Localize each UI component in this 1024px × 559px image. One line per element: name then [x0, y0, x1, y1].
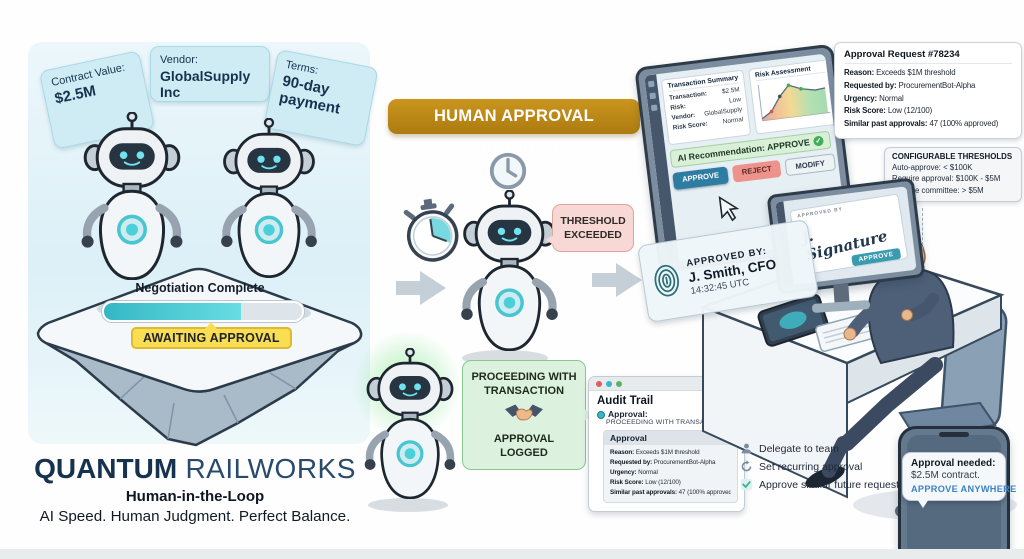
- audit-trail-title: Audit Trail: [597, 395, 654, 407]
- connector-line: [922, 208, 923, 250]
- audit-detail-box: Approval Reason: Exceeds $1M threshold R…: [603, 430, 738, 504]
- brand-title: QUANTUM RAILWORKS: [28, 453, 362, 485]
- audit-event: Approval:: [589, 408, 744, 419]
- approved-by-card: APPROVED BY: J. Smith, CFO 14:32:45 UTC: [636, 219, 820, 323]
- brand-subtitle: Human-in-the-Loop: [125, 488, 265, 505]
- clock-icon: [489, 152, 527, 190]
- reject-button[interactable]: REJECT: [731, 159, 782, 183]
- approval-logged-label: APPROVAL LOGGED: [493, 432, 555, 460]
- threshold-rule: Auto-approve: < $100K: [892, 163, 973, 172]
- recurring-option[interactable]: Set recurring approval: [740, 460, 912, 473]
- recurring-label: Set recurring approval: [759, 460, 863, 473]
- risk-area: [762, 85, 829, 121]
- proceeding-bubble: PROCEEDING WITH TRANSACTION APPROVAL LOG…: [462, 360, 594, 470]
- cursor-icon: [718, 195, 740, 222]
- proceeding-line2: TRANSACTION: [483, 385, 565, 398]
- fingerprint-icon: [654, 264, 679, 297]
- request-field: Requested by: ProcurementBot-Alpha: [844, 80, 976, 90]
- approval-request-card: Approval Request #78234 Reason: Exceeds …: [834, 42, 1022, 139]
- audit-field: Reason: Exceeds $1M threshold: [610, 449, 700, 456]
- audit-field: Similar past approvals: 47 (100% approve…: [610, 489, 731, 497]
- robot-shadow: [368, 498, 448, 512]
- followup-options: Delegate to team Set recurring approval …: [740, 442, 912, 496]
- window-dot-teal: [606, 380, 612, 387]
- approve-anywhere-action[interactable]: APPROVE ANYWHERE: [911, 484, 1017, 494]
- phone-notification: Approval needed: $2.5M contract. APPROVE…: [902, 452, 1017, 508]
- buyer-robot: [72, 112, 192, 280]
- human-approval-required-banner: HUMAN APPROVAL REQUIRED: [388, 99, 640, 160]
- audit-event-status: PROCEEDING WITH TRANSACTION: [606, 419, 727, 426]
- desk-scene: [699, 237, 1017, 533]
- branding-block: QUANTUM RAILWORKS Human-in-the-Loop AI S…: [28, 453, 362, 525]
- notification-body: $2.5M contract.: [911, 470, 980, 481]
- notification-title: Approval needed:: [911, 458, 996, 469]
- vendor-robot: [212, 118, 326, 278]
- request-field: Risk Score: Low (12/100): [844, 106, 933, 116]
- risk-assessment-chart: [757, 83, 831, 122]
- tablet: [757, 293, 829, 347]
- threshold-rule: Require committee: > $5M: [892, 185, 984, 195]
- check-icon: ✓: [813, 135, 825, 147]
- vendor-name: GlobalSupply Inc: [160, 68, 251, 100]
- approved-robot: [356, 348, 464, 499]
- person-icon: [741, 443, 752, 454]
- brand-tagline: AI Speed. Human Judgment. Perfect Balanc…: [39, 508, 351, 525]
- progress-fill: [104, 303, 241, 320]
- check-icon: [740, 478, 753, 491]
- delegate-option[interactable]: Delegate to team: [740, 442, 912, 455]
- handshake-icon: [505, 404, 543, 420]
- proceeding-line1: PROCEEDING WITH: [471, 371, 577, 383]
- vendor-label: Vendor:: [160, 54, 198, 66]
- request-field: Urgency: Normal: [844, 93, 904, 103]
- audit-event-dot: [597, 410, 605, 419]
- audit-trail-window: Audit Trail Approval: PROCEEDING WITH TR…: [588, 376, 745, 512]
- risk-assessment-card: Risk Assessment: [748, 59, 838, 135]
- flow-arrow-right: [592, 263, 642, 297]
- modify-button[interactable]: MODIFY: [784, 153, 836, 177]
- audit-detail-body: Reason: Exceeds $1M threshold Requested …: [604, 445, 737, 502]
- configurable-thresholds-card: CONFIGURABLE THRESHOLDS Auto-approve: < …: [884, 147, 1022, 202]
- brand-title-regular: RAILWORKS: [177, 453, 356, 484]
- thresholds-title: CONFIGURABLE THRESHOLDS: [892, 152, 1013, 161]
- audit-event-label: Approval:: [608, 409, 648, 419]
- request-field: Reason: Exceeds $1M threshold: [844, 68, 956, 77]
- negotiation-status-label: Negotiation Complete: [135, 281, 265, 295]
- approve-similar-label: Approve similar future requests: [759, 478, 905, 491]
- flow-arrow-left: [396, 271, 446, 305]
- window-dot-red: [596, 380, 602, 387]
- approve-similar-option[interactable]: Approve similar future requests: [740, 478, 912, 491]
- audit-field: Risk Score: Low (12/100): [610, 479, 681, 487]
- transaction-summary-card: Transaction Summary Transaction:$2.5M Ri…: [660, 69, 752, 146]
- window-dot-green: [616, 380, 622, 387]
- vendor-card: Vendor: GlobalSupply Inc: [150, 46, 270, 102]
- approval-monitor: Transaction Summary Transaction:$2.5M Ri…: [634, 43, 858, 273]
- request-field: Similar past approvals: 47 (100% approve…: [844, 119, 999, 129]
- brand-title-bold: QUANTUM: [34, 453, 178, 484]
- approval-screen: Transaction Summary Transaction:$2.5M Ri…: [644, 53, 848, 263]
- negotiation-progress-bar: [102, 301, 304, 322]
- audit-field: Requested by: ProcurementBot-Alpha: [610, 459, 716, 467]
- approve-button[interactable]: APPROVE: [672, 166, 730, 190]
- awaiting-approval-badge: AWAITING APPROVAL: [131, 322, 292, 349]
- threshold-rule: Require approval: $100K - $5M: [892, 174, 1001, 184]
- audit-detail-title: Approval: [604, 431, 737, 445]
- escalation-robot: [452, 190, 567, 351]
- stopwatch-icon: [403, 198, 459, 262]
- approval-request-title: Approval Request #78234: [844, 49, 1012, 64]
- delegate-label: Delegate to team: [759, 442, 839, 455]
- phone-notch: [939, 432, 969, 437]
- bottom-strip: [0, 549, 1024, 559]
- threshold-exceeded-bubble: THRESHOLD EXCEEDED: [545, 204, 634, 252]
- refresh-icon: [741, 460, 752, 472]
- audit-field: Urgency: Normal: [610, 469, 658, 477]
